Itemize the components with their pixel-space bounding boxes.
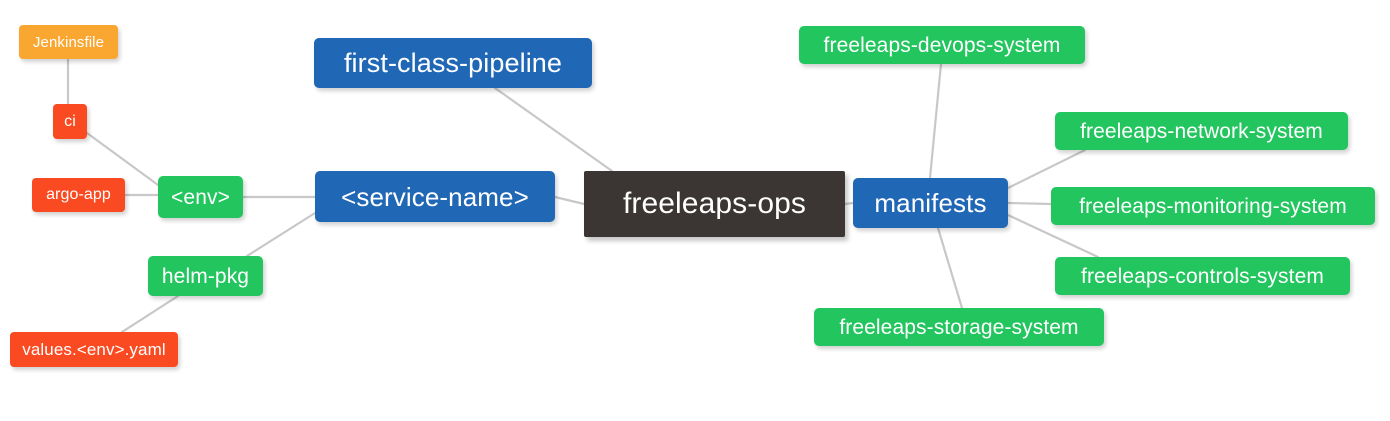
mindmap-node-ci[interactable]: ci	[53, 104, 87, 139]
mindmap-node-manifests[interactable]: manifests	[853, 178, 1008, 228]
mindmap-edge	[843, 201, 855, 206]
mindmap-node-first-class-pipeline[interactable]: first-class-pipeline	[314, 38, 592, 88]
mindmap-node-freeleaps-devops-system[interactable]: freeleaps-devops-system	[799, 26, 1085, 64]
mindmap-node-argo-app[interactable]: argo-app	[32, 178, 125, 212]
mindmap-edge	[245, 211, 317, 258]
mindmap-node-service-name[interactable]: <service-name>	[315, 171, 555, 222]
mindmap-node-freeleaps-controls-system[interactable]: freeleaps-controls-system	[1055, 257, 1350, 295]
mindmap-node-values-env-yaml[interactable]: values.<env>.yaml	[10, 332, 178, 367]
mindmap-node-helm-pkg[interactable]: helm-pkg	[148, 256, 263, 296]
mindmap-node-freeleaps-monitoring-system[interactable]: freeleaps-monitoring-system	[1051, 187, 1375, 225]
mindmap-node-jenkinsfile[interactable]: Jenkinsfile	[19, 25, 118, 59]
mindmap-edge	[493, 86, 614, 173]
mindmap-edge	[928, 62, 943, 180]
mindmap-edge	[936, 226, 964, 310]
mindmap-edge	[1006, 201, 1053, 206]
mindmap-edge	[120, 294, 180, 334]
mindmap-node-freeleaps-network-system[interactable]: freeleaps-network-system	[1055, 112, 1348, 150]
mindmap-edge	[1006, 148, 1087, 190]
mindmap-node-freeleaps-storage-system[interactable]: freeleaps-storage-system	[814, 308, 1104, 346]
mindmap-edge	[553, 195, 586, 206]
mindmap-node-root[interactable]: freeleaps-ops	[584, 171, 845, 237]
mindmap-node-env[interactable]: <env>	[158, 176, 243, 218]
